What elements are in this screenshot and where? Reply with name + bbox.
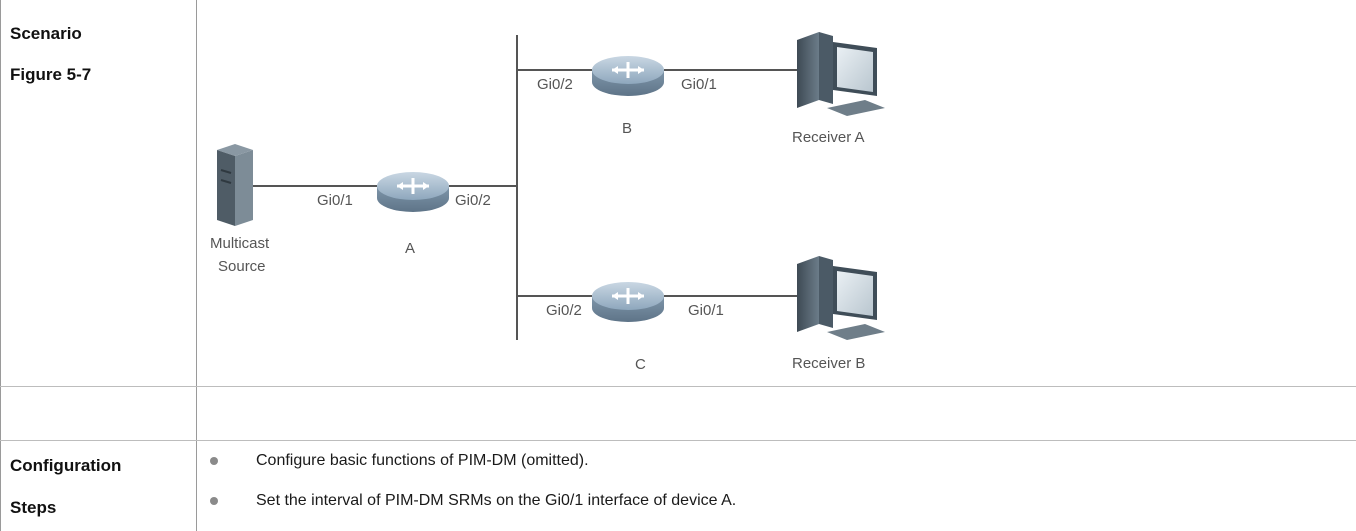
interface-label-b-gi02: Gi0/2 bbox=[537, 76, 573, 93]
device-label-c: C bbox=[635, 356, 646, 373]
figure-label: Figure 5-7 bbox=[10, 65, 92, 84]
row-divider-2 bbox=[0, 440, 1356, 441]
diagram-svg bbox=[217, 32, 885, 340]
server-icon bbox=[217, 144, 253, 226]
interface-label-c-gi01: Gi0/1 bbox=[688, 302, 724, 319]
pc-receiver-a-icon bbox=[797, 32, 885, 116]
left-border bbox=[0, 0, 1, 531]
bullet-icon bbox=[210, 497, 218, 505]
interface-label-b-gi01: Gi0/1 bbox=[681, 76, 717, 93]
bullet-icon bbox=[210, 457, 218, 465]
device-label-b: B bbox=[622, 120, 633, 137]
column-divider bbox=[196, 0, 197, 531]
device-label-source-line2: Source bbox=[218, 258, 266, 275]
device-label-source-line1: Multicast bbox=[210, 235, 270, 252]
device-label-receiver-a: Receiver A bbox=[792, 129, 865, 146]
router-b-icon bbox=[592, 56, 664, 96]
router-c-icon bbox=[592, 282, 664, 322]
step-text: Set the interval of PIM-DM SRMs on the G… bbox=[256, 492, 737, 509]
config-label-line1: Configuration bbox=[10, 456, 122, 475]
interface-label-a-gi01: Gi0/1 bbox=[317, 192, 353, 209]
row-divider-1 bbox=[0, 386, 1356, 387]
router-a-icon bbox=[377, 172, 449, 212]
pc-receiver-b-icon bbox=[797, 256, 885, 340]
device-label-a: A bbox=[405, 240, 416, 257]
network-diagram: Gi0/1 Gi0/2 Gi0/2 Gi0/1 Gi0/2 Gi0/1 A B … bbox=[197, 0, 1356, 386]
step-text: Configure basic functions of PIM-DM (omi… bbox=[256, 452, 589, 469]
device-label-receiver-b: Receiver B bbox=[792, 355, 866, 372]
interface-label-a-gi02: Gi0/2 bbox=[455, 192, 491, 209]
interface-label-c-gi02: Gi0/2 bbox=[546, 302, 582, 319]
scenario-label: Scenario bbox=[10, 24, 82, 43]
config-label-line2: Steps bbox=[10, 498, 57, 517]
